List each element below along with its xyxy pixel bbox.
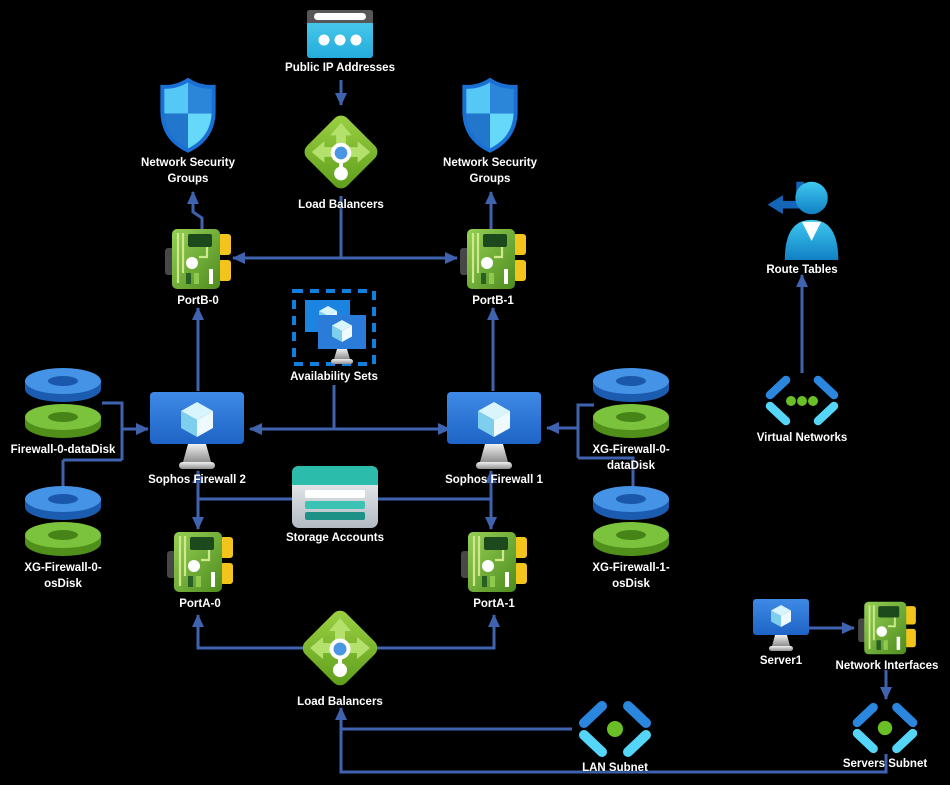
node-lan-subnet: LAN Subnet	[545, 700, 685, 777]
person-route-icon	[767, 181, 839, 260]
node-label: Network Interfaces	[835, 660, 939, 672]
edge-subnets-trunk	[339, 727, 888, 774]
node-label: Firewall-0-dataDisk	[10, 444, 116, 456]
edge-rightdisks-trunk	[576, 403, 635, 486]
node-label: Virtual Networks	[756, 432, 848, 444]
node-storage-accounts: Storage Accounts	[265, 464, 405, 547]
node-label: XG-Firewall-0-osDisk	[24, 562, 102, 590]
node-xg-fw1-osdisk: XG-Firewall-1-osDisk	[566, 486, 696, 592]
nic-icon	[858, 601, 916, 655]
node-sophos-firewall-1: Sophos Firewall 1	[424, 392, 564, 489]
node-label: PortA-1	[473, 598, 515, 610]
vm-monitor-icon	[150, 392, 244, 469]
vm-monitor-icon	[447, 392, 541, 469]
node-route-tables: Route Tables	[732, 176, 872, 279]
disk-icon	[25, 368, 101, 438]
node-label: Network Security Groups	[443, 157, 537, 185]
nic-icon	[460, 229, 526, 289]
node-label: Sophos Firewall 2	[148, 474, 246, 486]
node-lb-top: Load Balancers	[271, 109, 411, 214]
edge-portb0-nsgleft	[187, 191, 204, 229]
node-label: LAN Subnet	[582, 762, 648, 774]
browser-icon	[307, 10, 373, 58]
node-nsg-left: Network Security Groups	[118, 78, 258, 187]
nic-icon	[461, 532, 527, 592]
load-balancer-icon	[304, 115, 378, 189]
storage-icon	[292, 466, 378, 528]
disk-icon	[593, 368, 669, 438]
node-label: Availability Sets	[290, 371, 378, 383]
node-portb1: PortB-1	[423, 227, 563, 310]
node-fw0-datadisk: Firewall-0-dataDisk	[0, 368, 128, 459]
node-porta0: PortA-0	[130, 530, 270, 613]
node-sophos-firewall-2: Sophos Firewall 2	[127, 392, 267, 489]
node-label: Load Balancers	[298, 199, 384, 211]
vnet-icon	[765, 375, 839, 426]
node-nsg-right: Network Security Groups	[420, 78, 560, 187]
node-label: Server1	[759, 655, 803, 667]
node-label: Load Balancers	[297, 696, 383, 708]
shield-icon	[160, 78, 216, 153]
nic-icon	[165, 229, 231, 289]
load-balancer-icon	[302, 610, 378, 686]
subnet-icon	[579, 701, 651, 757]
node-lb-bottom: Load Balancers	[270, 604, 410, 711]
node-public-ip: Public IP Addresses	[270, 10, 410, 77]
disk-icon	[25, 486, 101, 556]
node-label: PortB-1	[472, 295, 514, 307]
node-network-interfaces: Network Interfaces	[817, 600, 950, 675]
node-label: PortA-0	[179, 598, 221, 610]
node-label: Network Security Groups	[141, 157, 235, 185]
availability-set-icon	[292, 289, 376, 366]
node-label: Servers Subnet	[842, 758, 928, 770]
node-portb0: PortB-0	[128, 227, 268, 310]
nic-icon	[167, 532, 233, 592]
node-label: Public IP Addresses	[285, 62, 395, 74]
edge-leftdisks-trunk	[61, 401, 124, 486]
disk-icon	[593, 486, 669, 556]
subnet-icon	[852, 702, 918, 754]
node-label: XG-Firewall-0-dataDisk	[592, 444, 670, 472]
edge-lbbot-porta1	[377, 614, 500, 650]
node-xg-fw0-osdisk: XG-Firewall-0-osDisk	[0, 486, 128, 592]
node-label: Sophos Firewall 1	[445, 474, 543, 486]
node-servers-subnet: Servers Subnet	[815, 702, 950, 773]
node-xg-fw0-datadisk: XG-Firewall-0-dataDisk	[566, 368, 696, 474]
node-virtual-networks: Virtual Networks	[732, 374, 872, 447]
vm-monitor-icon	[753, 599, 809, 651]
shield-icon	[462, 78, 518, 153]
node-label: XG-Firewall-1-osDisk	[592, 562, 670, 590]
node-porta1: PortA-1	[424, 530, 564, 613]
edge-lbbot-porta0	[192, 614, 305, 650]
node-label: PortB-0	[177, 295, 219, 307]
node-label: Route Tables	[766, 264, 838, 276]
node-label: Storage Accounts	[286, 532, 384, 544]
node-availability-sets: Availability Sets	[264, 289, 404, 386]
node-server1: Server1	[711, 599, 851, 670]
